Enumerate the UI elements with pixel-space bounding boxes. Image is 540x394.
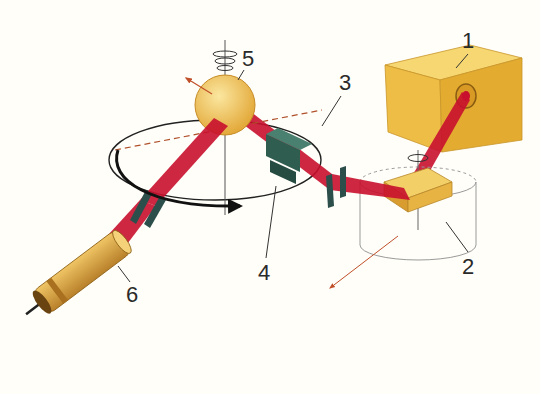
callout-number: 5 bbox=[242, 48, 254, 70]
callout-number: 6 bbox=[126, 284, 138, 306]
callout-number: 4 bbox=[258, 262, 270, 284]
leader-line bbox=[446, 222, 468, 252]
rotation-symbol bbox=[215, 58, 235, 64]
callout-number: 2 bbox=[462, 256, 474, 278]
detector-window bbox=[110, 228, 135, 256]
source-front bbox=[440, 58, 522, 152]
slit bbox=[340, 166, 346, 198]
normal-arrow bbox=[330, 236, 398, 288]
rotation-symbol bbox=[213, 51, 237, 57]
detector bbox=[18, 228, 135, 326]
detector-end bbox=[30, 288, 55, 316]
rotation-symbol bbox=[217, 66, 233, 71]
detector-band bbox=[46, 278, 68, 304]
callout-number: 1 bbox=[462, 30, 474, 52]
leader-line bbox=[266, 186, 276, 258]
goniometer-frame bbox=[476, 182, 477, 245]
rotation-symbol bbox=[408, 155, 428, 162]
monochromator-crystal bbox=[408, 182, 452, 212]
leader-line bbox=[456, 54, 468, 68]
collimator bbox=[266, 128, 312, 150]
leader-line bbox=[238, 70, 244, 80]
leader-line bbox=[118, 266, 130, 282]
source-side bbox=[385, 65, 442, 152]
collimator bbox=[270, 160, 296, 184]
slit bbox=[326, 174, 334, 208]
slit bbox=[144, 196, 166, 228]
goniometer-frame bbox=[360, 245, 476, 260]
detector-body bbox=[34, 231, 131, 314]
normal-arrow bbox=[186, 78, 212, 94]
callout-number: 3 bbox=[339, 72, 351, 94]
leader-line bbox=[322, 96, 341, 126]
diffracted-beam bbox=[140, 118, 228, 206]
x-ray-beam bbox=[240, 108, 332, 190]
rotation-arrow bbox=[117, 150, 240, 206]
